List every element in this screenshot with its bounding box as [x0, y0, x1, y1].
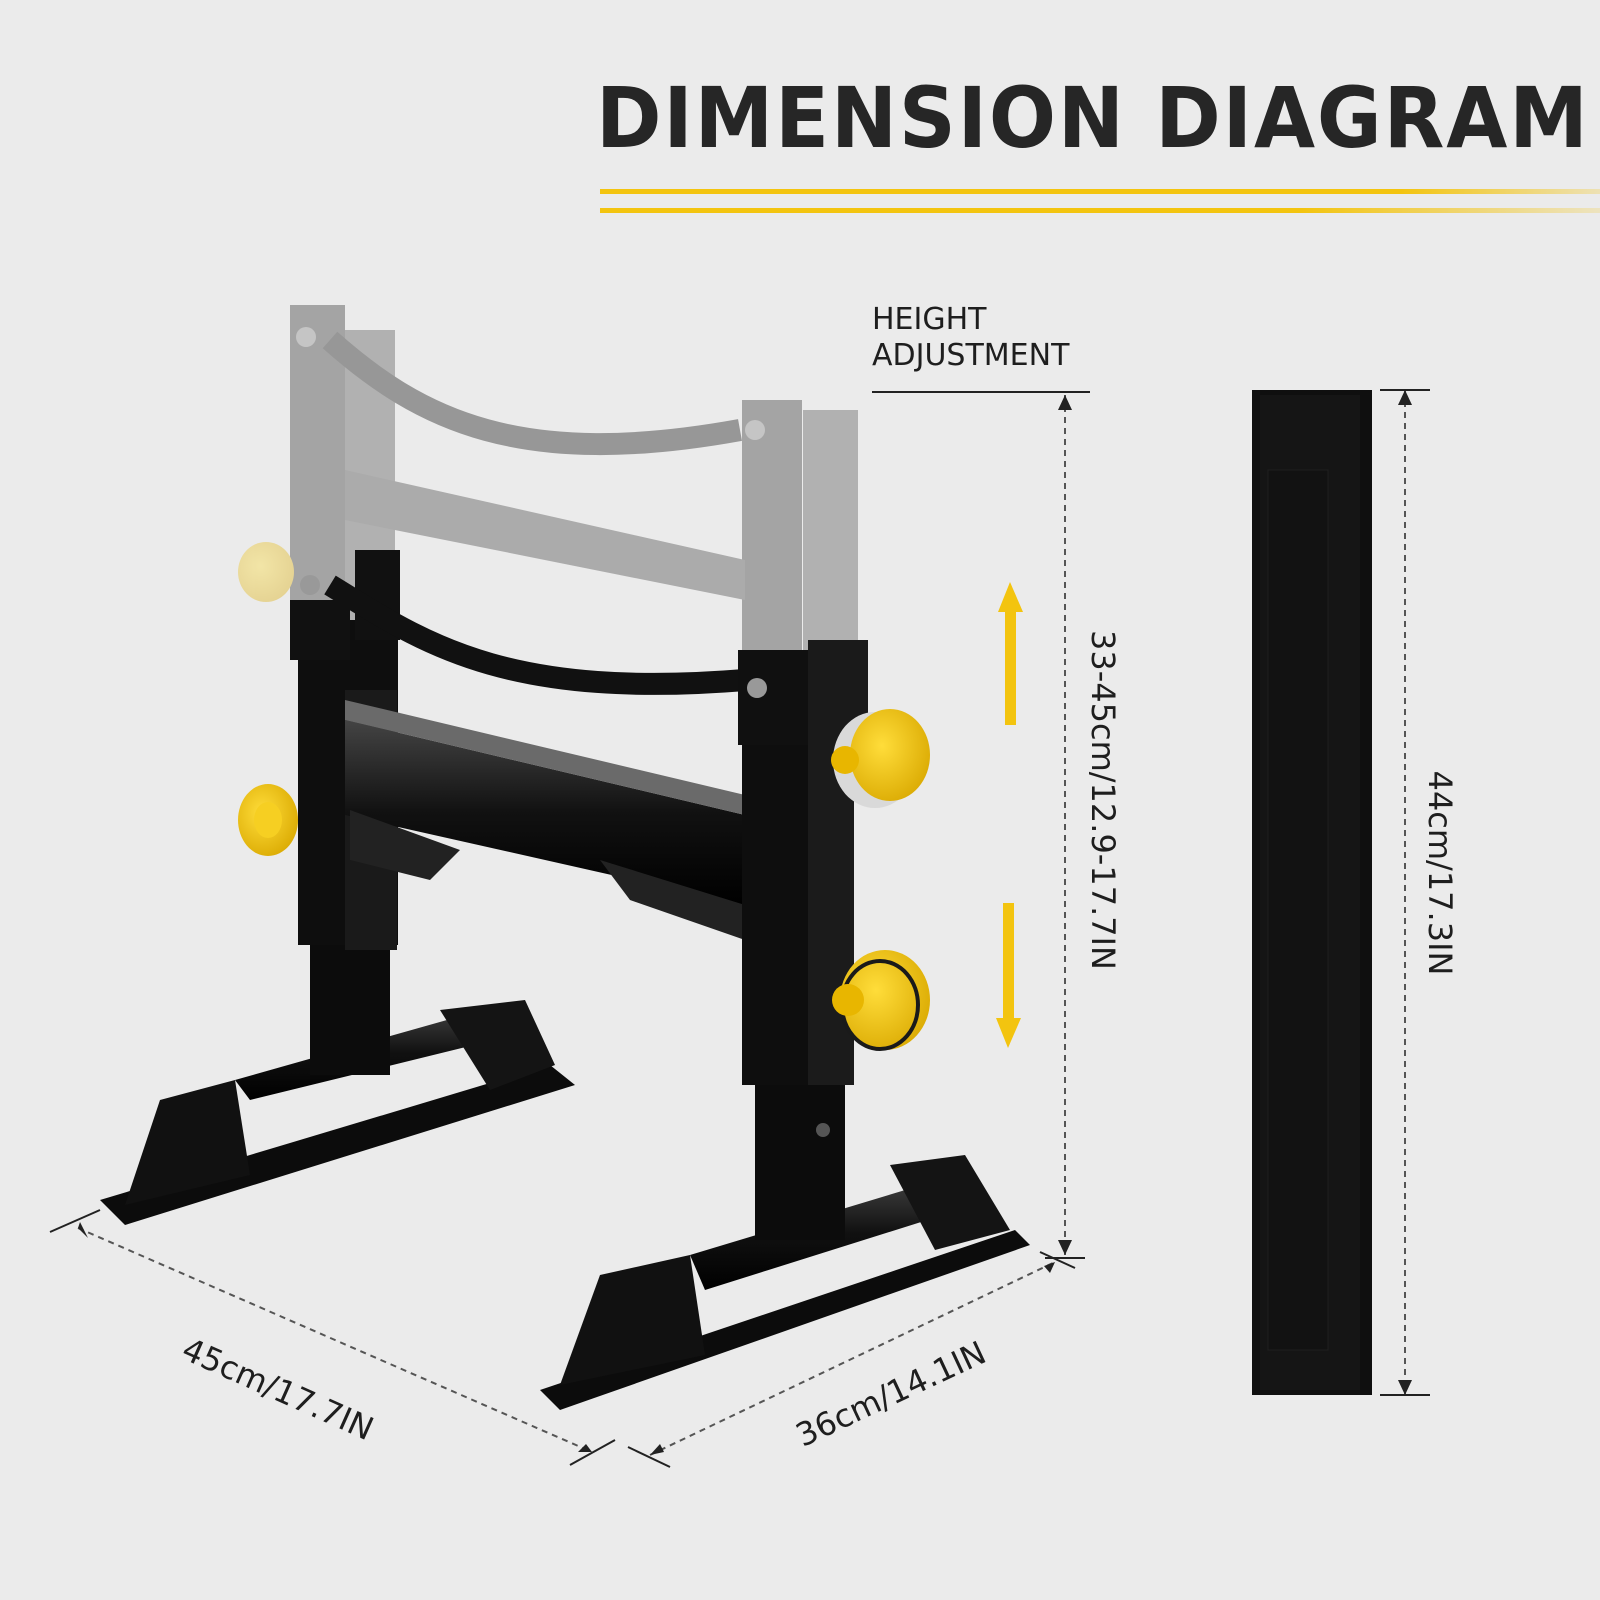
title-underline-top	[600, 189, 1600, 194]
height-label-line-2: ADJUSTMENT	[872, 338, 1070, 373]
page-title: DIMENSION DIAGRAM	[596, 69, 1590, 167]
height-dimension-line	[1045, 395, 1085, 1259]
stand-strap	[324, 575, 746, 695]
height-arrow-down-icon	[996, 903, 1021, 1048]
height-arrow-up-icon	[998, 582, 1023, 725]
knob-front-lower	[832, 950, 930, 1051]
height-label-underline	[872, 391, 1090, 393]
knob-front-upper	[831, 709, 930, 808]
cross-bar	[345, 700, 745, 940]
width-dimension-line	[627, 1251, 1076, 1468]
title-underline-bottom	[600, 208, 1600, 213]
front-upright	[290, 575, 868, 1240]
height-label-line-1: HEIGHT	[872, 302, 987, 337]
height-adjustment-label: HEIGHT ADJUSTMENT	[872, 302, 1069, 374]
strap-length-label: 44cm/17.3IN	[1421, 770, 1459, 976]
loose-strap-image	[1252, 390, 1372, 1395]
strap-dimension-line	[1380, 389, 1430, 1396]
length-dimension-line	[49, 1209, 616, 1466]
height-range-label: 33-45cm/12.9-17.7IN	[1084, 630, 1122, 970]
knob-back-lower	[238, 784, 298, 856]
front-base-foot	[540, 1155, 1030, 1410]
